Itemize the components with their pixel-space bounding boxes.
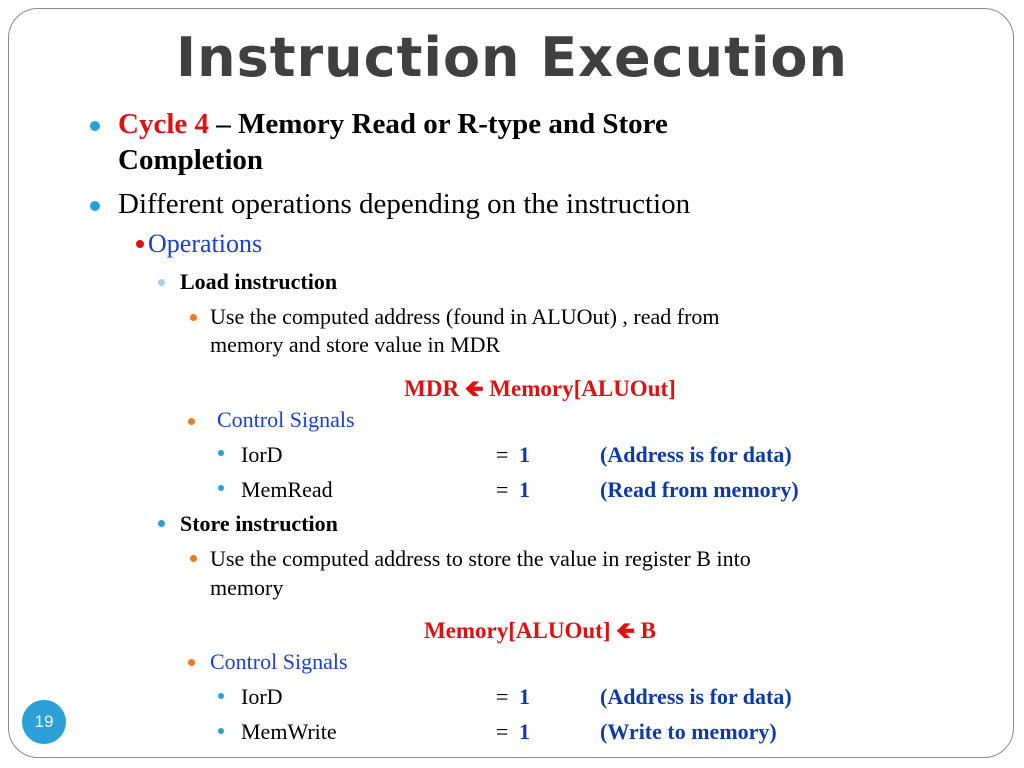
cycle-label: Cycle 4	[118, 108, 209, 140]
load-sig2-eq: =	[496, 477, 509, 502]
cycle-heading-line1: Cycle 4 – Memory Read or R-type and Stor…	[118, 108, 668, 141]
store-sig2-val: 1	[519, 719, 530, 744]
store-sig2-name: MemWrite	[241, 719, 337, 744]
store-sig1-name: IorD	[241, 684, 283, 709]
bullet-dot-icon	[158, 279, 165, 286]
different-ops-text: Different operations depending on the in…	[118, 188, 691, 220]
load-equation: MDR 🡸 Memory[ALUOut]	[28, 372, 1024, 411]
store-sig1-eq: =	[496, 684, 509, 709]
load-eq-right: Memory[ALUOut]	[483, 376, 676, 401]
bullet-dot-icon	[90, 121, 100, 131]
store-desc-line2: memory	[210, 575, 284, 600]
bullet-dot-icon	[218, 728, 224, 734]
slide-frame	[8, 8, 1014, 758]
bullet-dot-icon	[90, 201, 100, 211]
load-desc-line2: memory and store value in MDR	[210, 332, 501, 357]
store-control-signals: Control Signals	[210, 649, 348, 674]
bullet-dot-icon	[158, 520, 165, 527]
arrow-left-icon: 🡸	[616, 618, 635, 644]
store-sig2-desc: (Write to memory)	[600, 719, 777, 744]
bullet-dot-icon	[136, 240, 144, 248]
arrow-left-icon: 🡸	[464, 376, 484, 402]
load-sig1-name: IorD	[241, 442, 283, 467]
store-equation: Memory[ALUOut] 🡸 B	[28, 614, 1024, 653]
load-sig1-eq: =	[496, 442, 509, 467]
load-sig2-val: 1	[519, 477, 530, 502]
cycle-heading-line2: Completion	[118, 144, 263, 176]
store-desc-line1: Use the computed address to store the va…	[210, 546, 751, 571]
bullet-dot-icon	[190, 555, 197, 562]
bullet-dot-icon	[188, 418, 195, 425]
load-sig1-val: 1	[519, 442, 530, 467]
load-eq-left: MDR	[404, 376, 465, 401]
bullet-dot-icon	[218, 485, 224, 491]
load-sig2-desc: (Read from memory)	[600, 477, 799, 502]
slide-title: Instruction Execution	[176, 26, 848, 89]
load-desc-line1: Use the computed address (found in ALUOu…	[210, 304, 720, 329]
operations-text: Operations	[148, 229, 263, 258]
store-eq-right: B	[634, 618, 657, 643]
bullet-dot-icon	[190, 314, 197, 321]
store-sig1-desc: (Address is for data)	[600, 684, 792, 709]
load-instruction-text: Load instruction	[180, 269, 338, 294]
bullet-dot-icon	[188, 659, 195, 666]
page-number-badge: 19	[22, 700, 66, 744]
store-instruction-text: Store instruction	[180, 511, 338, 536]
load-sig1-desc: (Address is for data)	[600, 442, 792, 467]
store-sig1-val: 1	[519, 684, 530, 709]
bullet-dot-icon	[218, 693, 224, 699]
bullet-dot-icon	[218, 450, 224, 456]
store-sig2-eq: =	[496, 719, 509, 744]
store-eq-left: Memory[ALUOut]	[423, 618, 617, 643]
cycle-rest: – Memory Read or R-type and Store	[209, 108, 668, 140]
load-sig2-name: MemRead	[241, 477, 333, 502]
load-control-signals: Control Signals	[217, 407, 355, 432]
